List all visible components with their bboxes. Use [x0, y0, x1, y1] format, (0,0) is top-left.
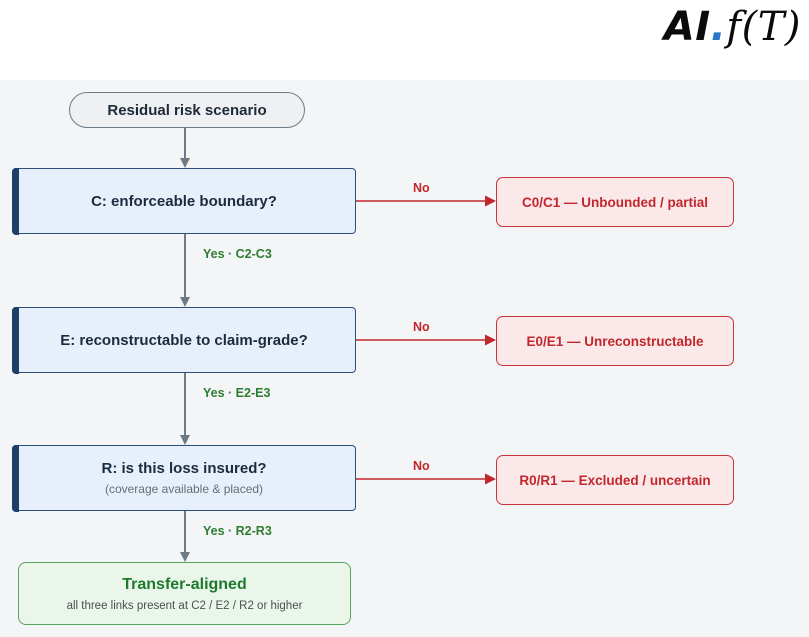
decision-r-sublabel: (coverage available & placed)	[104, 482, 264, 496]
yes-label-e: Yes · E2-E3	[203, 386, 271, 400]
brand-logo: AI.f(T)	[663, 4, 801, 50]
yes-label-c: Yes · C2-C3	[203, 247, 272, 261]
final-subtitle: all three links present at C2 / E2 / R2 …	[66, 599, 303, 612]
decision-e-node: E: reconstructable to claim-grade?	[11, 306, 356, 374]
final-node: Transfer-aligned all three links present…	[18, 562, 351, 625]
no-label-e: No	[413, 320, 430, 334]
decision-r-node: R: is this loss insured? (coverage avail…	[11, 444, 356, 512]
decision-c-node: C: enforceable boundary?	[11, 167, 356, 235]
reject-e-node: E0/E1 — Unreconstructable	[496, 316, 734, 366]
yes-label-r: Yes · R2-R3	[203, 524, 272, 538]
reject-r-node: R0/R1 — Excluded / uncertain	[496, 455, 734, 505]
no-label-c: No	[413, 181, 430, 195]
no-label-r: No	[413, 459, 430, 473]
start-node: Residual risk scenario	[69, 92, 305, 128]
final-title: Transfer-aligned	[122, 575, 247, 593]
reject-c-node: C0/C1 — Unbounded / partial	[496, 177, 734, 227]
